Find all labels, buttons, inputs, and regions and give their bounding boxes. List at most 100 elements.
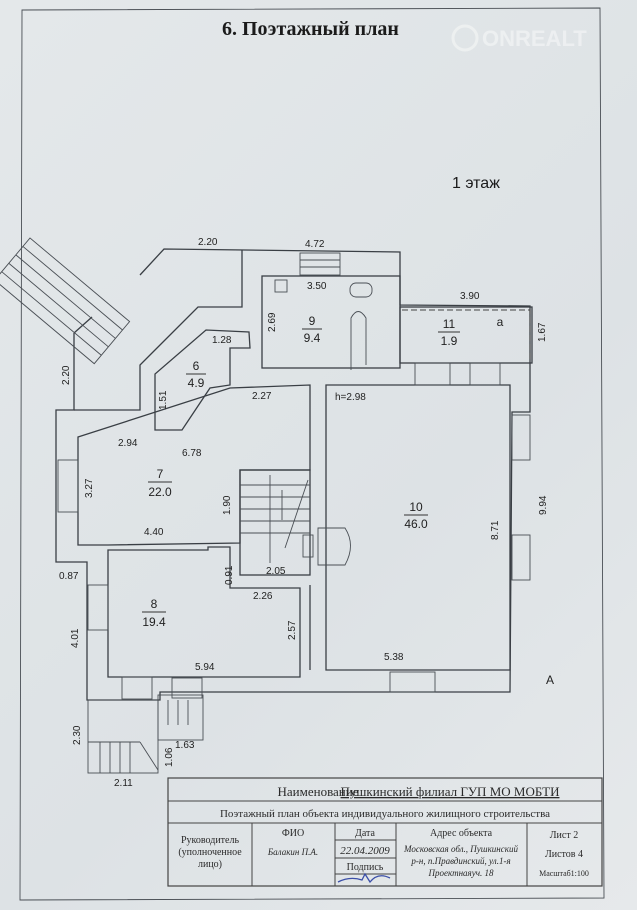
label-dims-d106: 1.06 <box>164 747 175 767</box>
plan-line <box>57 459 79 513</box>
plan-line <box>107 546 301 678</box>
plan-line <box>239 469 311 576</box>
plan-line <box>8 262 109 348</box>
label-dims-d269: 2.69 <box>267 312 278 332</box>
plan-line <box>302 534 314 558</box>
title-block: Наименование Пушкинский филиал ГУП МО МО… <box>167 777 603 887</box>
plan-line <box>240 475 351 566</box>
label-stamp-address-1: р-н, п.Правдинский, ул.1-я <box>410 856 510 866</box>
label-dims-d220_left: 2.20 <box>61 365 72 385</box>
label-dims-d327: 3.27 <box>84 478 95 498</box>
label-rooms-4-area: 46.0 <box>404 517 428 531</box>
page-title: 6. Поэтажный план <box>222 18 399 40</box>
label-dims-d151: 1.51 <box>158 390 169 410</box>
label-rooms-1-area: 22.0 <box>148 485 172 499</box>
plan-line <box>349 282 373 298</box>
label-dims-d594: 5.94 <box>195 662 215 673</box>
room-6: 64.9 <box>186 359 206 390</box>
plan-line <box>139 741 159 771</box>
plan-line <box>121 676 153 700</box>
plan-line <box>284 479 309 549</box>
plan-line <box>0 237 204 774</box>
label-dims-d211: 2.11 <box>114 778 133 789</box>
stamp-name-label: Наименование <box>278 784 359 799</box>
watermark-logo: ONREALT <box>451 24 587 52</box>
plan-line <box>511 534 531 581</box>
label-rooms-3-num: 9 <box>309 314 316 328</box>
ceiling-height: h=2.98 <box>335 392 366 403</box>
room-9: 99.4 <box>302 314 322 345</box>
plan-line <box>87 584 109 631</box>
plan-line <box>157 694 204 741</box>
label-rooms-5-num: 11 <box>443 317 456 331</box>
plan-line <box>399 306 533 364</box>
plan-line <box>274 279 288 293</box>
label-dims-d390: 3.90 <box>460 291 480 302</box>
room-11: 111.9 <box>438 317 460 348</box>
label-dims-d128: 1.28 <box>212 335 232 346</box>
room-7: 722.0 <box>148 467 172 499</box>
label-rooms-2-area: 19.4 <box>142 615 166 629</box>
signature <box>337 872 391 884</box>
plan-line <box>57 252 531 700</box>
plan-line <box>15 254 116 339</box>
label-dims-d190: 1.90 <box>222 495 233 515</box>
label-dims-d163: 1.63 <box>175 740 195 751</box>
label-dims-d678: 6.78 <box>182 448 202 459</box>
plan-line <box>274 279 373 370</box>
label-dims-d472: 4.72 <box>305 239 325 250</box>
label-stamp-scale: Масштаб1:100 <box>539 869 589 878</box>
stamp-date: 22.04.2009 <box>340 845 390 857</box>
label-rooms-1-num: 7 <box>157 467 164 481</box>
label-dims-d538: 5.38 <box>384 652 404 663</box>
label-dims-d871: 8.71 <box>490 520 501 540</box>
page-border <box>19 7 605 901</box>
plan-line <box>451 24 479 52</box>
plan-line <box>402 309 531 360</box>
plan-line <box>171 677 203 699</box>
label-dims-d205: 2.05 <box>266 566 286 577</box>
corner-mark: A <box>546 673 554 687</box>
plan-line <box>511 414 531 461</box>
plan-line <box>22 246 123 331</box>
balcony-mark: a <box>497 315 504 329</box>
label-rooms-4-num: 10 <box>409 500 423 514</box>
walls <box>0 237 533 774</box>
room-8: 819.4 <box>142 597 166 629</box>
plan-line <box>299 252 341 276</box>
stamp-doc-title: Поэтажный план объекта индивидуального ж… <box>220 808 550 820</box>
dimensions: 2.20 4.72 3.50 3.90 1.67 2.69 2.20 1.28 … <box>59 237 549 789</box>
plan-line <box>350 311 367 370</box>
label-dims-d091: 0.91 <box>224 565 235 585</box>
label-dims-d994: 9.94 <box>538 495 549 515</box>
label-stamp-address-2: Проектнаяуч. 18 <box>427 868 494 878</box>
label-stamp-date_label: Дата <box>355 828 375 839</box>
label-stamp-address_label: Адрес объекта <box>430 828 493 839</box>
label-dims-d401: 4.01 <box>70 628 81 648</box>
plan-line <box>87 699 159 774</box>
plan-line <box>154 329 251 431</box>
label-rooms-5-area: 1.9 <box>441 334 458 348</box>
room-10: 10 46.0 <box>404 500 428 531</box>
plan-line <box>389 671 436 693</box>
floor-label: 1 этаж <box>452 175 500 192</box>
stamp-organization: Пушкинский филиал ГУП МО МОБТИ <box>341 784 560 799</box>
label-stamp-role-2: лицо) <box>198 859 222 870</box>
plan-line <box>414 362 451 386</box>
label-rooms-0-num: 6 <box>193 359 200 373</box>
label-rooms-3-area: 9.4 <box>304 331 321 345</box>
label-dims-d220_top: 2.20 <box>198 237 218 248</box>
label-stamp-role-0: Руководитель <box>181 835 240 846</box>
plan-line <box>167 777 603 887</box>
plan-line <box>74 250 243 411</box>
label-stamp-fio_label: ФИО <box>282 828 304 839</box>
label-dims-d350: 3.50 <box>307 281 327 292</box>
label-dims-d227: 2.27 <box>252 391 272 402</box>
label-dims-d294: 2.94 <box>118 438 138 449</box>
label-stamp-sign_label: Подпись <box>347 862 384 873</box>
label-stamp-sheet: Лист 2 <box>550 830 578 841</box>
label-stamp-role-1: (уполноченное <box>178 847 242 858</box>
